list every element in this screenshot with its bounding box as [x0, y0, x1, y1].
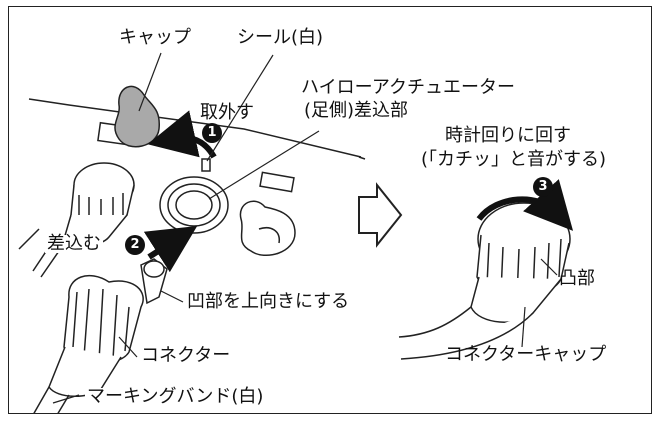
plugged-connector [18, 162, 135, 278]
notch-up-label: 凹部を上向きにする [185, 291, 352, 312]
socket-port [159, 176, 229, 234]
direction-arrow [358, 182, 403, 248]
turn-arrow [476, 179, 574, 231]
step-2-badge: 2 [125, 235, 145, 255]
seal-label: シール(白) [237, 27, 324, 48]
connector-cap-label: コネクターキャップ [445, 344, 607, 365]
protrusion-label: 凸部 [559, 268, 595, 289]
marking-band-label: マーキングバンド(白) [85, 386, 266, 407]
socket-label-line1: ハイローアクチュエーター [301, 77, 516, 98]
removed-cap [114, 85, 160, 148]
leader-lines [52, 52, 558, 404]
socket-label-line2: (足側)差込部 [304, 100, 409, 121]
step-3-badge: 3 [533, 177, 553, 197]
remove-label: 取外す [200, 102, 254, 123]
turn-label-line2: (「カチッ」と音がする) [421, 149, 607, 170]
insert-label: 差込む [45, 233, 103, 254]
insert-arrow [143, 226, 198, 273]
connected-assembly [398, 202, 571, 360]
cap-label: キャップ [119, 27, 191, 48]
connector-label: コネクター [139, 345, 233, 366]
panel-cap [239, 200, 296, 256]
turn-label-line1: 時計回りに回す [445, 125, 571, 146]
illustration [18, 52, 574, 413]
step-1-badge: 1 [202, 123, 222, 143]
instruction-figure: キャップ シール(白) 取外す 1 ハイローアクチュエーター (足側)差込部 差… [8, 6, 652, 414]
